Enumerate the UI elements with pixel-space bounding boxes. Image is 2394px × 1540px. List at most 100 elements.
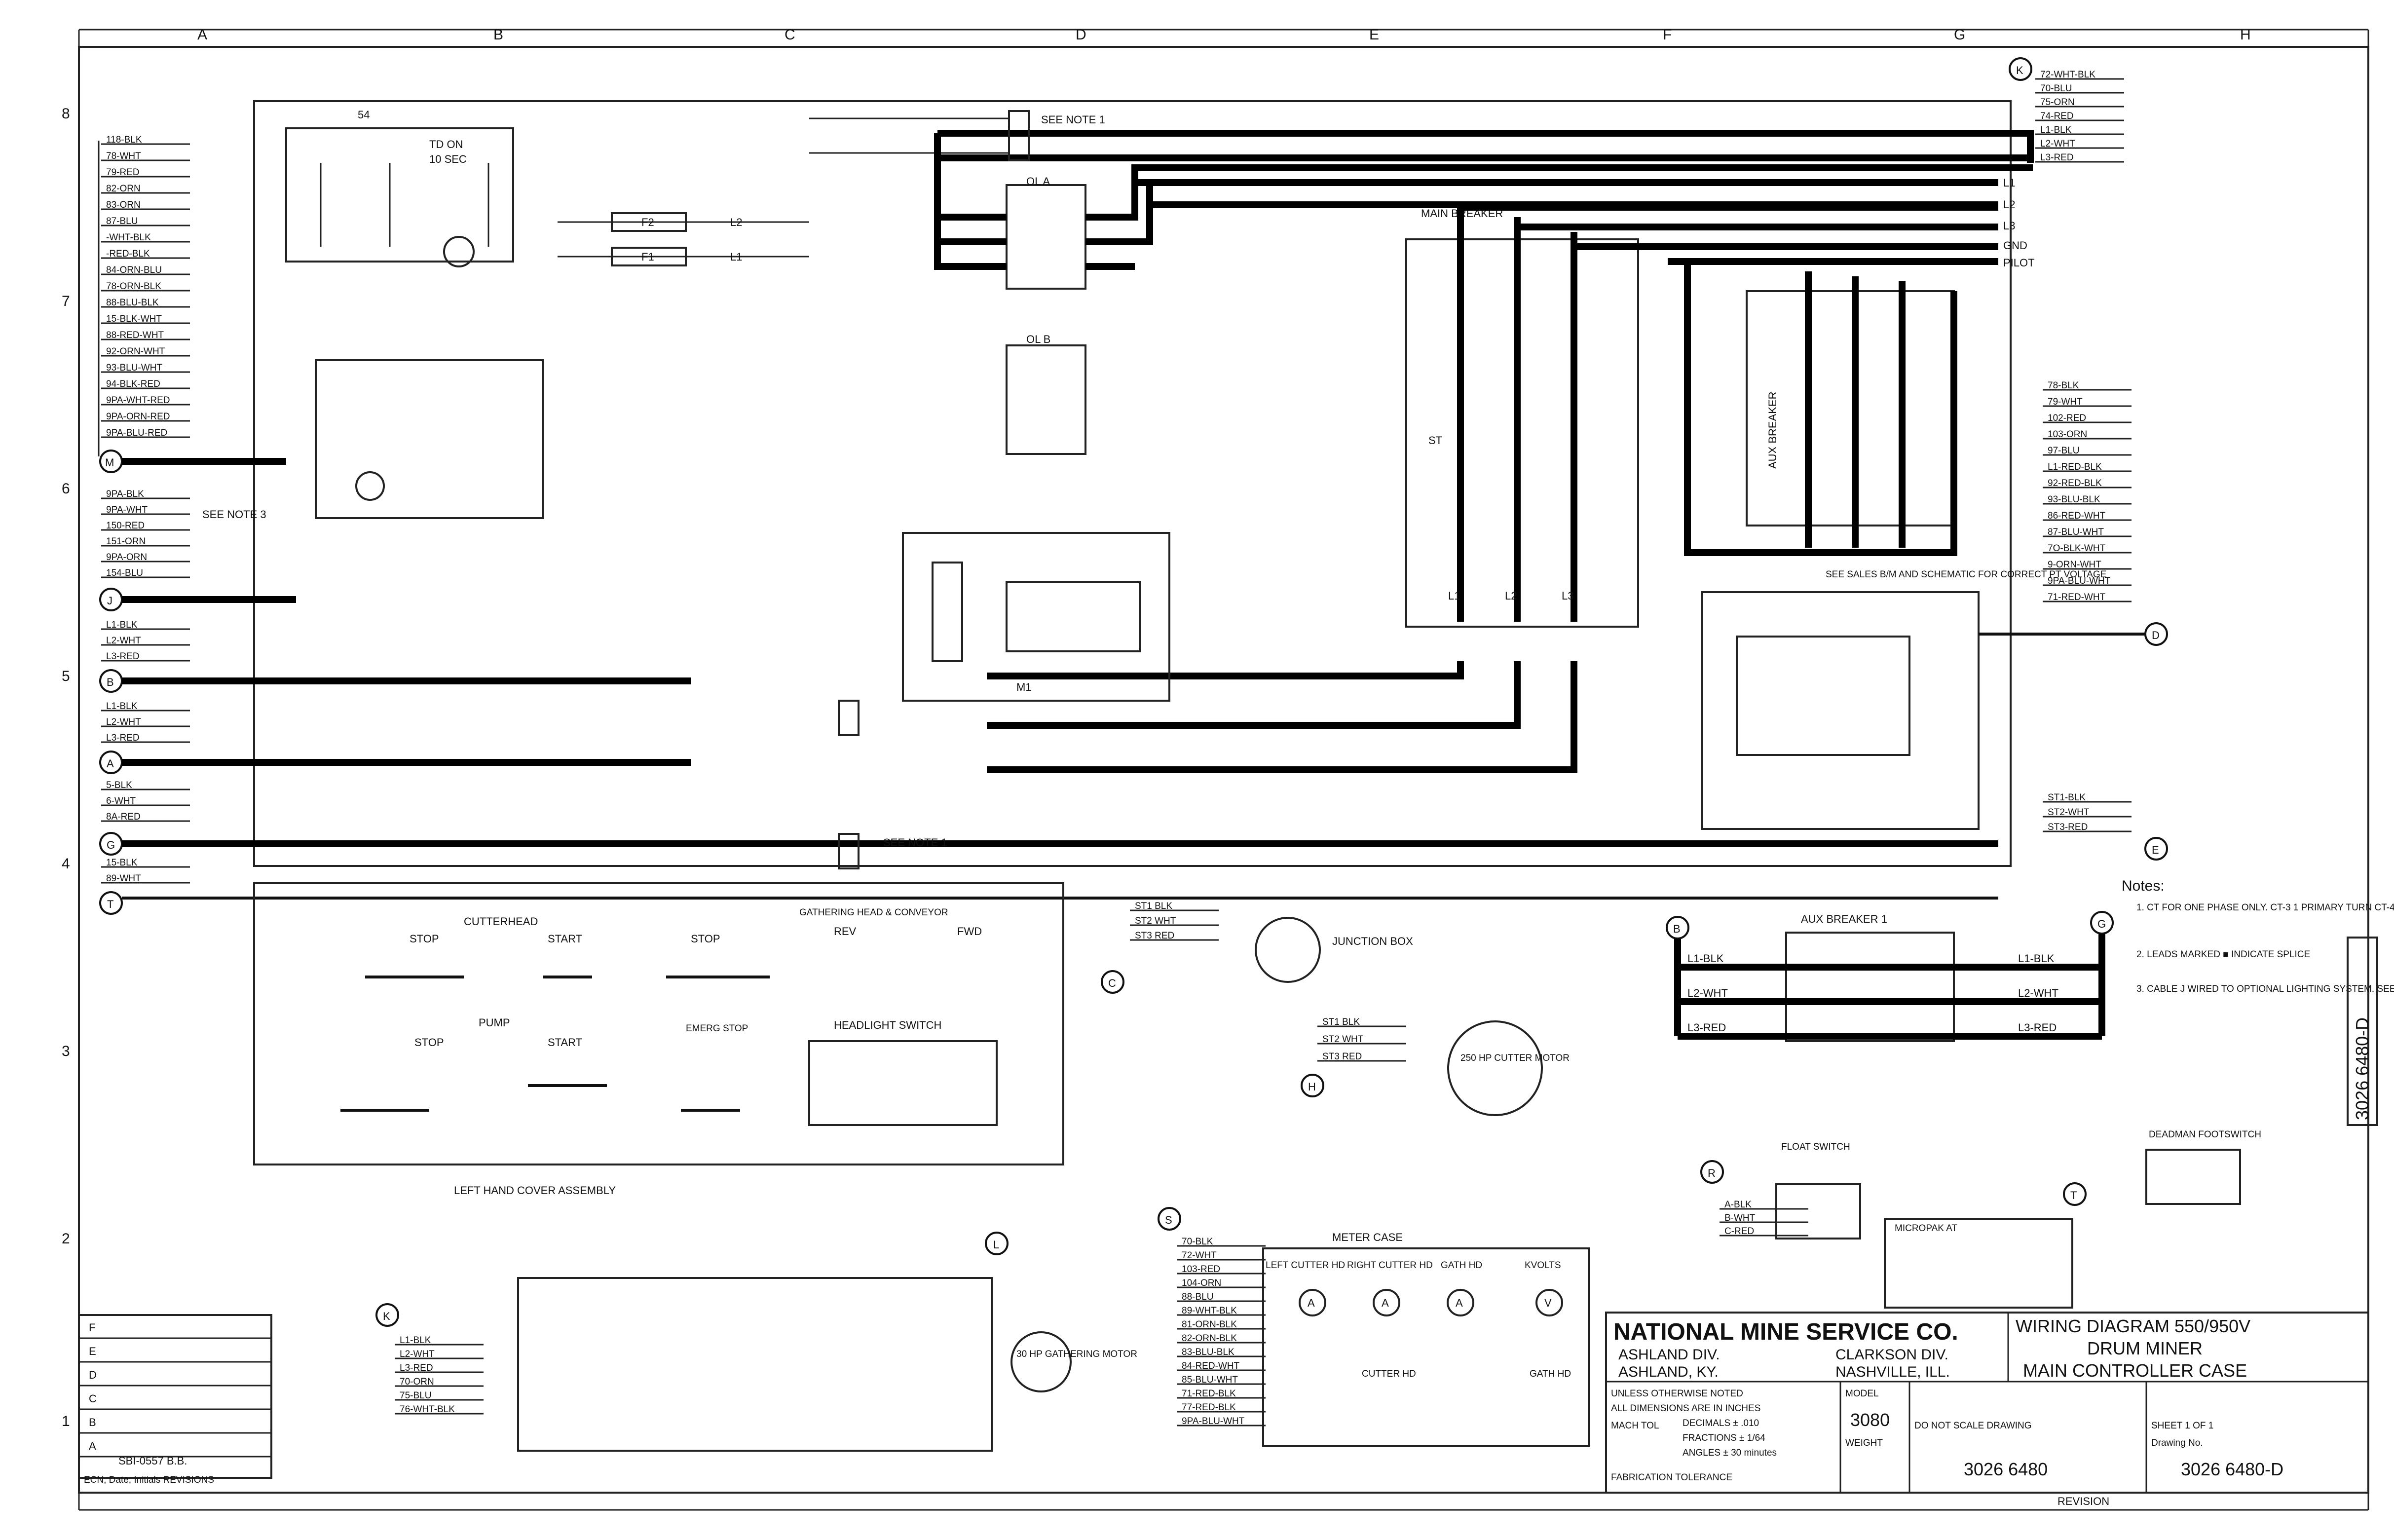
wire-label: 118-BLK bbox=[106, 135, 142, 145]
svg-text:T: T bbox=[2070, 1189, 2077, 1202]
wire-label: 93-BLU-WHT bbox=[106, 363, 162, 373]
fuse-f1: F1 L1 bbox=[558, 247, 809, 266]
svg-text:ALL DIMENSIONS ARE IN INCHES: ALL DIMENSIONS ARE IN INCHES bbox=[1611, 1403, 1760, 1414]
row-label: 1 bbox=[62, 1413, 70, 1429]
svg-text:GATHERING HEAD & CONVEYOR: GATHERING HEAD & CONVEYOR bbox=[799, 907, 948, 918]
connector-d-group: 78-BLK79-WHT102-RED103-ORN97-BLUL1-RED-B… bbox=[1979, 380, 2168, 646]
wire-label: 9-ORN-WHT bbox=[2048, 560, 2101, 570]
wire-label: ST2 WHT bbox=[1135, 916, 1176, 926]
wire-label: 87-BLU bbox=[106, 216, 138, 226]
svg-text:EMERG STOP: EMERG STOP bbox=[686, 1023, 748, 1034]
svg-text:FLOAT SWITCH: FLOAT SWITCH bbox=[1781, 1142, 1850, 1152]
svg-text:DEADMAN FOOTSWITCH: DEADMAN FOOTSWITCH bbox=[2149, 1129, 2261, 1140]
contactor-m1: M1 bbox=[902, 532, 1170, 702]
svg-text:STOP: STOP bbox=[414, 1036, 444, 1049]
wire-label: 85-BLU-WHT bbox=[1182, 1375, 1238, 1385]
relay-block bbox=[315, 359, 544, 519]
svg-text:WIRING DIAGRAM 550/950V: WIRING DIAGRAM 550/950V bbox=[2016, 1316, 2250, 1336]
wire-label: 15-BLK-WHT bbox=[106, 314, 162, 324]
svg-text:LEFT CUTTER HD: LEFT CUTTER HD bbox=[1266, 1260, 1345, 1271]
svg-text:MODEL: MODEL bbox=[1845, 1389, 1879, 1399]
wire-label: 104-ORN bbox=[1182, 1278, 1221, 1288]
wire-label: 75-BLU bbox=[400, 1390, 431, 1401]
wire-label: 89-WHT-BLK bbox=[1182, 1306, 1237, 1316]
svg-text:2. LEADS MARKED ■ INDICATE SPL: 2. LEADS MARKED ■ INDICATE SPLICE bbox=[2136, 949, 2310, 960]
wire-label: ST3 RED bbox=[1135, 931, 1174, 941]
svg-text:G: G bbox=[107, 839, 115, 851]
svg-text:NASHVILLE, ILL.: NASHVILLE, ILL. bbox=[1835, 1364, 1950, 1380]
wire-label: L2-WHT bbox=[2040, 139, 2075, 149]
aux-breaker: AUX BREAKER bbox=[1684, 262, 1957, 556]
wire-label: B-WHT bbox=[1724, 1213, 1756, 1223]
wire-label: 74-RED bbox=[2040, 111, 2074, 121]
wire-label: 9PA-BLK bbox=[106, 489, 144, 499]
row-label: 2 bbox=[62, 1231, 70, 1247]
wire-label: 94-BLK-RED bbox=[106, 379, 160, 389]
wire-label: 7O-BLK-WHT bbox=[2048, 543, 2106, 554]
svg-text:T: T bbox=[107, 898, 113, 910]
svg-text:M: M bbox=[105, 456, 114, 469]
see-sales-note: SEE SALES B/M AND SCHEMATIC FOR CORRECT … bbox=[1826, 569, 2106, 580]
td-on-label: TD ON bbox=[429, 138, 463, 150]
svg-text:ASHLAND DIV.: ASHLAND DIV. bbox=[1618, 1347, 1720, 1363]
main-busses: L1 L2 L3 GND PILOT bbox=[1135, 177, 2035, 269]
svg-text:KVOLTS: KVOLTS bbox=[1525, 1260, 1561, 1271]
svg-text:L2: L2 bbox=[2003, 198, 2015, 211]
svg-text:L3: L3 bbox=[1562, 590, 1573, 602]
timer-relay-box bbox=[285, 127, 514, 263]
svg-text:C: C bbox=[1108, 977, 1116, 989]
controller-case-outline bbox=[253, 100, 2012, 867]
svg-text:RIGHT CUTTER HD: RIGHT CUTTER HD bbox=[1347, 1260, 1433, 1271]
wire-label: ST1 BLK bbox=[1322, 1017, 1360, 1027]
see-note-1-top: SEE NOTE 1 bbox=[1041, 113, 1105, 126]
wire-label: 103-RED bbox=[1182, 1264, 1220, 1275]
j-note: SEE NOTE 3 bbox=[202, 508, 266, 521]
wire-label: A-BLK bbox=[1724, 1200, 1752, 1210]
svg-text:MAIN CONTROLLER CASE: MAIN CONTROLLER CASE bbox=[2023, 1360, 2247, 1381]
wire-label: L1-BLK bbox=[106, 701, 138, 712]
connector-k-top: K 72-WHT-BLK70-BLU75-ORN74-REDL1-BLKL2-W… bbox=[937, 57, 2124, 163]
fuse-f2-out: L2 bbox=[730, 216, 742, 228]
wire-label: 70-BLU bbox=[2040, 83, 2072, 94]
wire-label: L2-WHT bbox=[106, 636, 141, 646]
svg-text:L1-BLK: L1-BLK bbox=[2018, 952, 2055, 965]
wire-label: ST3 RED bbox=[1322, 1052, 1362, 1062]
column-labels: A B C D E F G H bbox=[197, 27, 2251, 43]
wire-label: 77-RED-BLK bbox=[1182, 1402, 1236, 1413]
wire-label: 151-ORN bbox=[106, 536, 146, 547]
wire-label: 70-BLK bbox=[1182, 1237, 1213, 1247]
svg-text:R: R bbox=[1708, 1167, 1716, 1179]
svg-text:Drawing No.: Drawing No. bbox=[2151, 1438, 2203, 1448]
svg-text:STOP: STOP bbox=[410, 933, 439, 945]
row-label: 5 bbox=[62, 668, 70, 684]
svg-text:L1: L1 bbox=[1448, 590, 1460, 602]
notes: Notes: 1. CT FOR ONE PHASE ONLY. CT-3 1 … bbox=[2122, 878, 2394, 994]
wire-label: 78-BLK bbox=[2048, 380, 2079, 391]
svg-text:START: START bbox=[548, 1036, 582, 1049]
wire-label: L2-WHT bbox=[106, 717, 141, 727]
row-labels: 8 7 6 5 4 3 2 1 bbox=[62, 106, 70, 1429]
svg-text:F2: F2 bbox=[641, 216, 654, 228]
svg-text:STOP: STOP bbox=[691, 933, 720, 945]
title-block: NATIONAL MINE SERVICE CO. ASHLAND DIV. A… bbox=[1605, 1312, 2369, 1507]
svg-text:ECN, Date, Initials REVISIONS: ECN, Date, Initials REVISIONS bbox=[84, 1475, 214, 1485]
svg-text:B: B bbox=[107, 676, 114, 688]
wire-label: -RED-BLK bbox=[106, 249, 150, 259]
wire-label: 9PA-BLU-RED bbox=[106, 428, 167, 438]
wire-label: 78-WHT bbox=[106, 151, 141, 161]
svg-text:DO NOT SCALE DRAWING: DO NOT SCALE DRAWING bbox=[1914, 1421, 2032, 1431]
wire-label: 103-ORN bbox=[2048, 429, 2087, 440]
svg-text:CLARKSON DIV.: CLARKSON DIV. bbox=[1835, 1347, 1948, 1363]
svg-text:K: K bbox=[383, 1310, 390, 1322]
svg-text:L3: L3 bbox=[2003, 220, 2015, 232]
revision-letter: C bbox=[89, 1392, 97, 1405]
row-label: 8 bbox=[62, 106, 70, 122]
col-label: G bbox=[1954, 27, 1965, 43]
wire-label: 79-WHT bbox=[2048, 397, 2083, 407]
revision-letter: A bbox=[89, 1440, 96, 1452]
left-hand-cover-assembly: LEFT HAND COVER ASSEMBLY CUTTERHEAD GATH… bbox=[253, 882, 1064, 1197]
